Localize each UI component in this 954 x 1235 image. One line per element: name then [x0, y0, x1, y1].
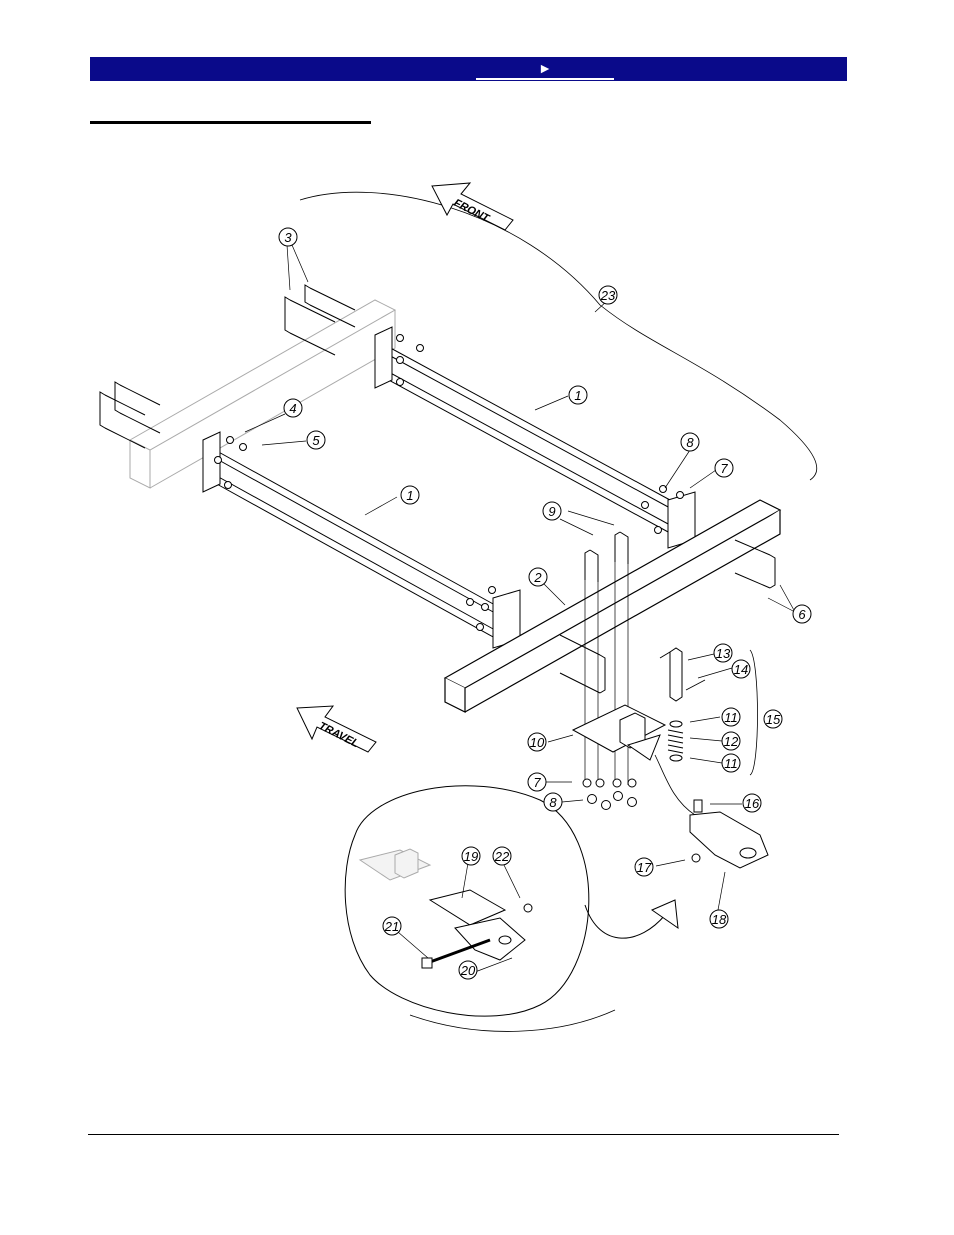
- callout-label: 11: [724, 710, 738, 725]
- ghost-frame: [128, 299, 397, 489]
- callout-label: 7: [533, 775, 541, 790]
- callout-8-bottom: [543, 792, 563, 812]
- callout-15: [763, 709, 783, 729]
- callout-label: 19: [464, 849, 478, 864]
- callout-15-brace: [749, 649, 758, 776]
- callout-22: [492, 846, 512, 866]
- callout-18: [709, 909, 729, 929]
- front-arrow: FRONT: [431, 182, 514, 231]
- callout-label: 1: [574, 388, 581, 403]
- detail-pointer-arrow: [584, 904, 666, 939]
- footer-rule: [88, 1134, 839, 1135]
- callout-6: [792, 604, 812, 624]
- callout-4: [283, 398, 303, 418]
- callout-7-bottom: [527, 772, 547, 792]
- callout-1-left: [400, 485, 420, 505]
- nuts: [214, 334, 684, 810]
- callout-17: [634, 857, 654, 877]
- callout-label: 23: [600, 288, 616, 303]
- assembly-brace-23: [299, 191, 818, 481]
- callout-12: [721, 731, 741, 751]
- callout-label: 14: [734, 662, 748, 677]
- callout-16: [742, 793, 762, 813]
- callout-label: 8: [686, 435, 694, 450]
- callout-label: 2: [533, 570, 542, 585]
- callout-8-top: [680, 432, 700, 452]
- callout-1-right: [568, 385, 588, 405]
- callout-2: [528, 567, 548, 587]
- crossbar: [443, 499, 782, 713]
- rail-left: [214, 449, 496, 639]
- callout-label: 3: [284, 230, 292, 245]
- callout-label: 1: [406, 488, 413, 503]
- callout-label: 20: [460, 963, 476, 978]
- next-arrow-icon: ►: [538, 60, 552, 76]
- callout-label: 17: [637, 860, 652, 875]
- callout-11-top: [721, 707, 741, 727]
- callout-label: 21: [384, 919, 399, 934]
- mount-plates: [202, 326, 696, 649]
- u-bolts: [99, 284, 776, 785]
- hitch-tongue: [689, 799, 769, 869]
- leader-lines: [244, 244, 796, 973]
- callout-10: [527, 732, 547, 752]
- callout-13: [713, 643, 733, 663]
- callout-label: 10: [530, 735, 545, 750]
- callout-label: 12: [724, 734, 739, 749]
- callout-label: 22: [494, 849, 510, 864]
- callout-label: 18: [712, 912, 727, 927]
- callout-labels: 3 23 1 4 5 8 7 1 9 2 6 13 14 15 11 12 11…: [284, 230, 806, 978]
- callout-21: [382, 916, 402, 936]
- header-bar: ►: [90, 57, 847, 81]
- rail-right: [384, 344, 671, 534]
- callout-label: 6: [798, 607, 806, 622]
- section-title-underline: [90, 121, 371, 124]
- callout-label: 4: [289, 401, 296, 416]
- callout-11-bottom: [721, 753, 741, 773]
- callout-label: 13: [716, 646, 731, 661]
- callout-label: 11: [724, 756, 738, 771]
- spring-assembly: [667, 720, 684, 762]
- hitch-plate: [571, 704, 667, 761]
- callout-5: [306, 430, 326, 450]
- callout-3: [278, 227, 298, 247]
- hitch-link-line: [654, 754, 696, 816]
- callout-label: 8: [549, 795, 557, 810]
- next-page-link[interactable]: ►: [476, 59, 614, 80]
- callout-bubbles: [278, 227, 812, 980]
- callout-19: [461, 846, 481, 866]
- callout-23: [598, 285, 618, 305]
- travel-arrow: TRAVEL: [296, 705, 377, 753]
- callout-label: 7: [720, 461, 728, 476]
- detail-pointer-arrowhead: [650, 899, 679, 930]
- pin-assembly: [659, 647, 706, 702]
- callout-7-top: [714, 458, 734, 478]
- callout-label: 16: [745, 796, 760, 811]
- detail-return-arrow: [409, 1009, 616, 1032]
- callout-label: 9: [548, 504, 555, 519]
- detail-view: [344, 785, 590, 1017]
- callout-label: 15: [766, 712, 781, 727]
- callout-9: [542, 501, 562, 521]
- callout-14: [731, 659, 751, 679]
- callout-20: [458, 960, 478, 980]
- callout-label: 5: [312, 433, 320, 448]
